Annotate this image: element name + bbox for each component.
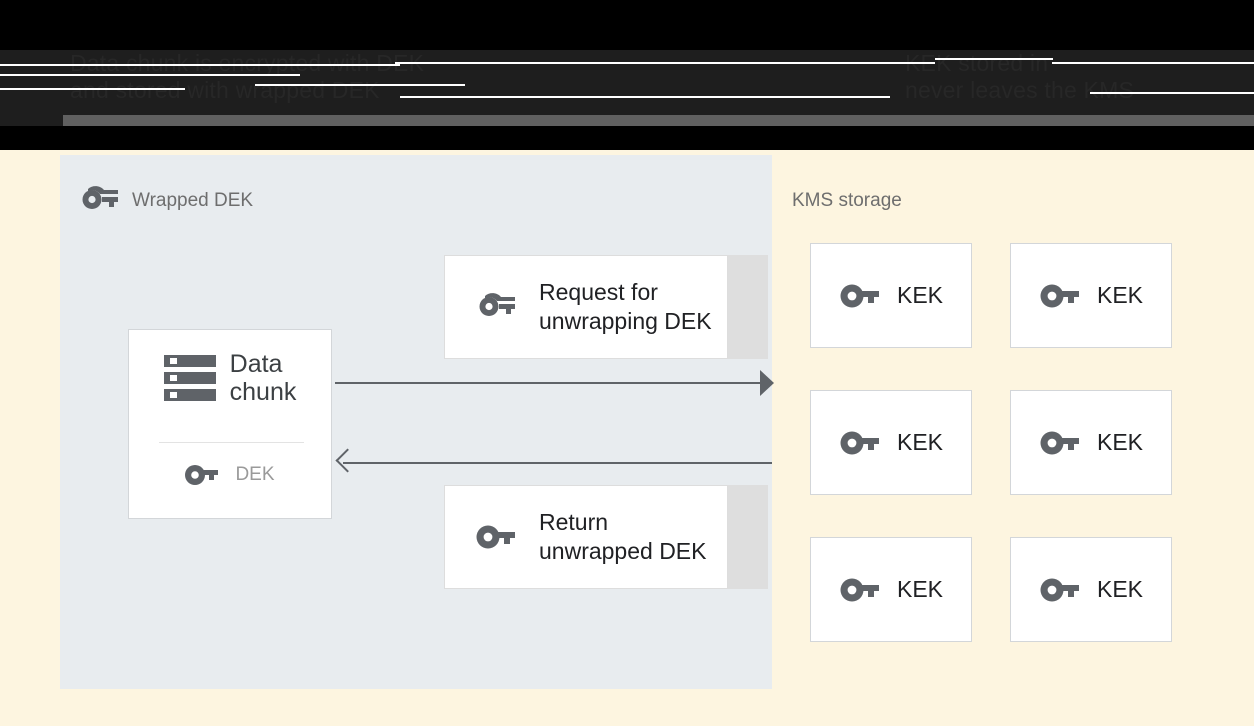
- message-return-unwrapped-dek[interactable]: Return unwrapped DEK: [444, 485, 728, 589]
- dek-row: DEK: [129, 464, 331, 486]
- scanline-artifact: [395, 62, 935, 64]
- data-chunk-label: Data chunk: [229, 350, 297, 406]
- kek-box[interactable]: KEK: [1010, 390, 1172, 495]
- kek-label: KEK: [896, 282, 944, 308]
- kms-panel-title: KMS storage: [792, 190, 902, 211]
- diagram-canvas: Wrapped DEK Data chunk: [0, 150, 1254, 726]
- kek-label: KEK: [1096, 576, 1144, 602]
- key-icon: [1039, 281, 1081, 311]
- card-divider: [159, 442, 304, 443]
- kek-label: KEK: [1096, 282, 1144, 308]
- wrapped-key-icon: [78, 185, 120, 215]
- data-chunk-card[interactable]: Data chunk DEK: [128, 329, 332, 519]
- header-underbar: [0, 115, 1254, 126]
- dek-label: DEK: [235, 464, 275, 485]
- key-icon: [1039, 428, 1081, 458]
- scanline-artifact: [0, 74, 300, 76]
- header-caption-left: Data chunk is encrypted with DEK and sto…: [70, 50, 425, 103]
- scanline-artifact: [935, 58, 1053, 60]
- key-icon: [185, 464, 219, 486]
- key-icon: [839, 281, 881, 311]
- message-return-label: Return unwrapped DEK: [539, 509, 707, 564]
- scanline-artifact: [400, 96, 890, 98]
- key-icon: [475, 522, 517, 552]
- kek-box[interactable]: KEK: [810, 537, 972, 642]
- header-caption-right: KEK stored in never leaves the KMS: [905, 50, 1135, 103]
- arrow-request-line: [335, 382, 772, 384]
- kek-box[interactable]: KEK: [1010, 243, 1172, 348]
- message-request-shadow: [728, 255, 768, 359]
- arrow-request-head-icon: [760, 370, 774, 396]
- scanline-artifact: [1052, 62, 1254, 64]
- arrow-return-line: [343, 462, 772, 464]
- kek-label: KEK: [896, 576, 944, 602]
- key-icon: [1039, 575, 1081, 605]
- message-request-label: Request for unwrapping DEK: [539, 279, 712, 334]
- kek-box[interactable]: KEK: [810, 243, 972, 348]
- message-request-unwrap-dek[interactable]: Request for unwrapping DEK: [444, 255, 728, 359]
- key-icon: [839, 428, 881, 458]
- header-underbar-notch: [0, 115, 63, 126]
- client-panel: Wrapped DEK Data chunk: [60, 155, 774, 689]
- client-panel-title: Wrapped DEK: [132, 190, 254, 211]
- scanline-artifact: [0, 64, 400, 66]
- kms-panel: KMS storage KEK: [772, 155, 1254, 689]
- data-chunk-row: Data chunk: [129, 350, 331, 406]
- kek-label: KEK: [896, 429, 944, 455]
- wrapped-key-icon: [475, 292, 517, 322]
- scanline-artifact: [255, 84, 465, 86]
- scanline-artifact: [0, 88, 185, 90]
- arrow-return-head-icon: [335, 448, 360, 473]
- key-icon: [839, 575, 881, 605]
- kek-grid: KEK KEK: [810, 243, 1210, 642]
- scanline-artifact: [1090, 92, 1254, 94]
- kek-box[interactable]: KEK: [810, 390, 972, 495]
- message-return-shadow: [728, 485, 768, 589]
- kek-box[interactable]: KEK: [1010, 537, 1172, 642]
- storage-icon: [163, 354, 216, 402]
- kek-label: KEK: [1096, 429, 1144, 455]
- slide-header: Data chunk is encrypted with DEK and sto…: [0, 0, 1254, 126]
